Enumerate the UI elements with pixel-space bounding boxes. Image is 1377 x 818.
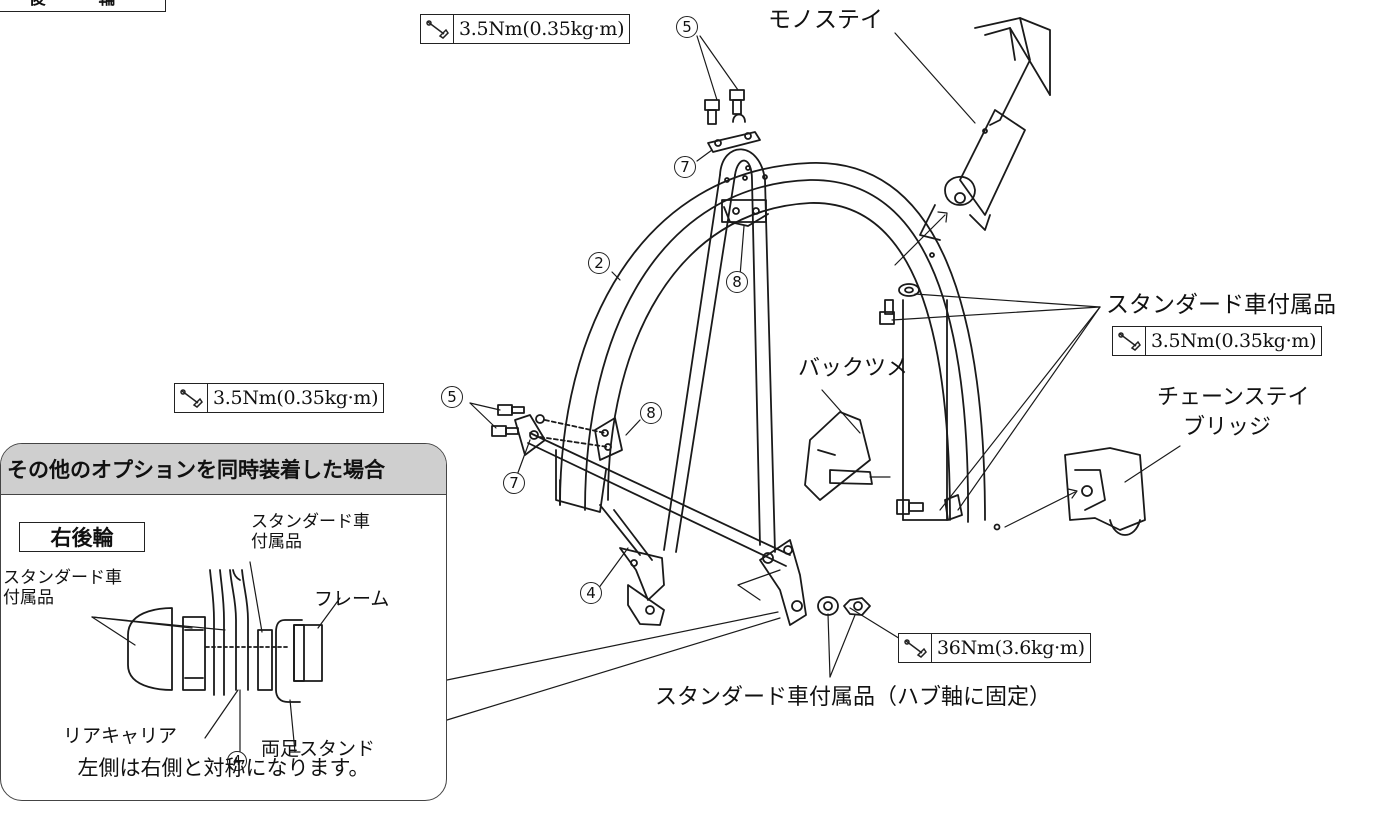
label-chain-stay: チェーンステイ: [1157, 385, 1310, 410]
part-number-7-top: 7: [674, 156, 696, 178]
right-bolts: [879, 283, 963, 521]
inset-part-number-4: 4: [227, 751, 247, 771]
torque-box-top: 3.5Nm(0.35kg·m): [420, 14, 631, 44]
top-bracket: [704, 89, 761, 153]
leader-lines: [446, 32, 1181, 721]
mono-stay: [919, 17, 1051, 258]
inset-header: その他のオプションを同時装着した場合: [1, 444, 446, 495]
torque-box-right: 3.5Nm(0.35kg·m): [1112, 326, 1323, 356]
torque-box-axle: 36Nm(3.6kg·m): [898, 633, 1091, 663]
label-hub-axle-note: スタンダード車付属品（ハブ軸に固定）: [655, 685, 1052, 710]
chain-stay-bridge: [1064, 447, 1146, 536]
part-number-2: 2: [588, 252, 610, 274]
inset-drawing: [91, 561, 341, 761]
label-bridge: ブリッジ: [1183, 415, 1272, 440]
torque-value: 3.5Nm(0.35kg·m): [213, 387, 379, 409]
torque-value: 3.5Nm(0.35kg·m): [1151, 330, 1317, 352]
inset-standard-left-1: スタンダード車: [3, 568, 122, 588]
inset-frame: フレーム: [314, 588, 390, 610]
arrows: [869, 211, 1078, 528]
left-stays: [491, 404, 791, 626]
label-standard-accessory: スタンダード車付属品: [1106, 292, 1336, 318]
torque-value: 36Nm(3.6kg·m): [937, 637, 1085, 659]
torque-wrench-icon: [1113, 327, 1146, 355]
inset-standard-left-2: 付属品: [3, 588, 54, 608]
inset-note: 左側は右側と対称になります。: [77, 756, 370, 780]
corner-label: 後 輪: [0, 0, 166, 12]
torque-value: 3.5Nm(0.35kg·m): [459, 18, 625, 40]
torque-wrench-icon: [421, 15, 454, 43]
torque-wrench-icon: [899, 634, 932, 662]
upper-stay: [663, 148, 776, 553]
inset-standard-top-1: スタンダード車: [251, 512, 370, 532]
inset-standard-top-2: 付属品: [251, 532, 302, 552]
label-mono-stay: モノステイ: [768, 7, 883, 33]
inset-panel: その他のオプションを同時装着した場合 右後輪 スタンダード車 付属品 スタンダー…: [0, 443, 447, 801]
back-tsume: [804, 411, 873, 501]
inset-rear-carrier: リアキャリア: [63, 725, 178, 747]
label-back-tsume: バックツメ: [798, 356, 909, 381]
inset-side-label: 右後輪: [19, 522, 145, 552]
part-number-7-left: 7: [503, 472, 525, 494]
torque-wrench-icon: [175, 384, 208, 412]
part-number-5-left: 5: [441, 386, 463, 408]
part-number-8-top: 8: [726, 271, 748, 293]
part-number-8-left: 8: [640, 402, 662, 424]
inset-double-stand: 両足スタンド: [261, 738, 376, 760]
part-number-5-top: 5: [676, 16, 698, 38]
torque-box-left: 3.5Nm(0.35kg·m): [174, 383, 385, 413]
rear-fender: [555, 162, 1001, 531]
part-number-4: 4: [580, 582, 602, 604]
